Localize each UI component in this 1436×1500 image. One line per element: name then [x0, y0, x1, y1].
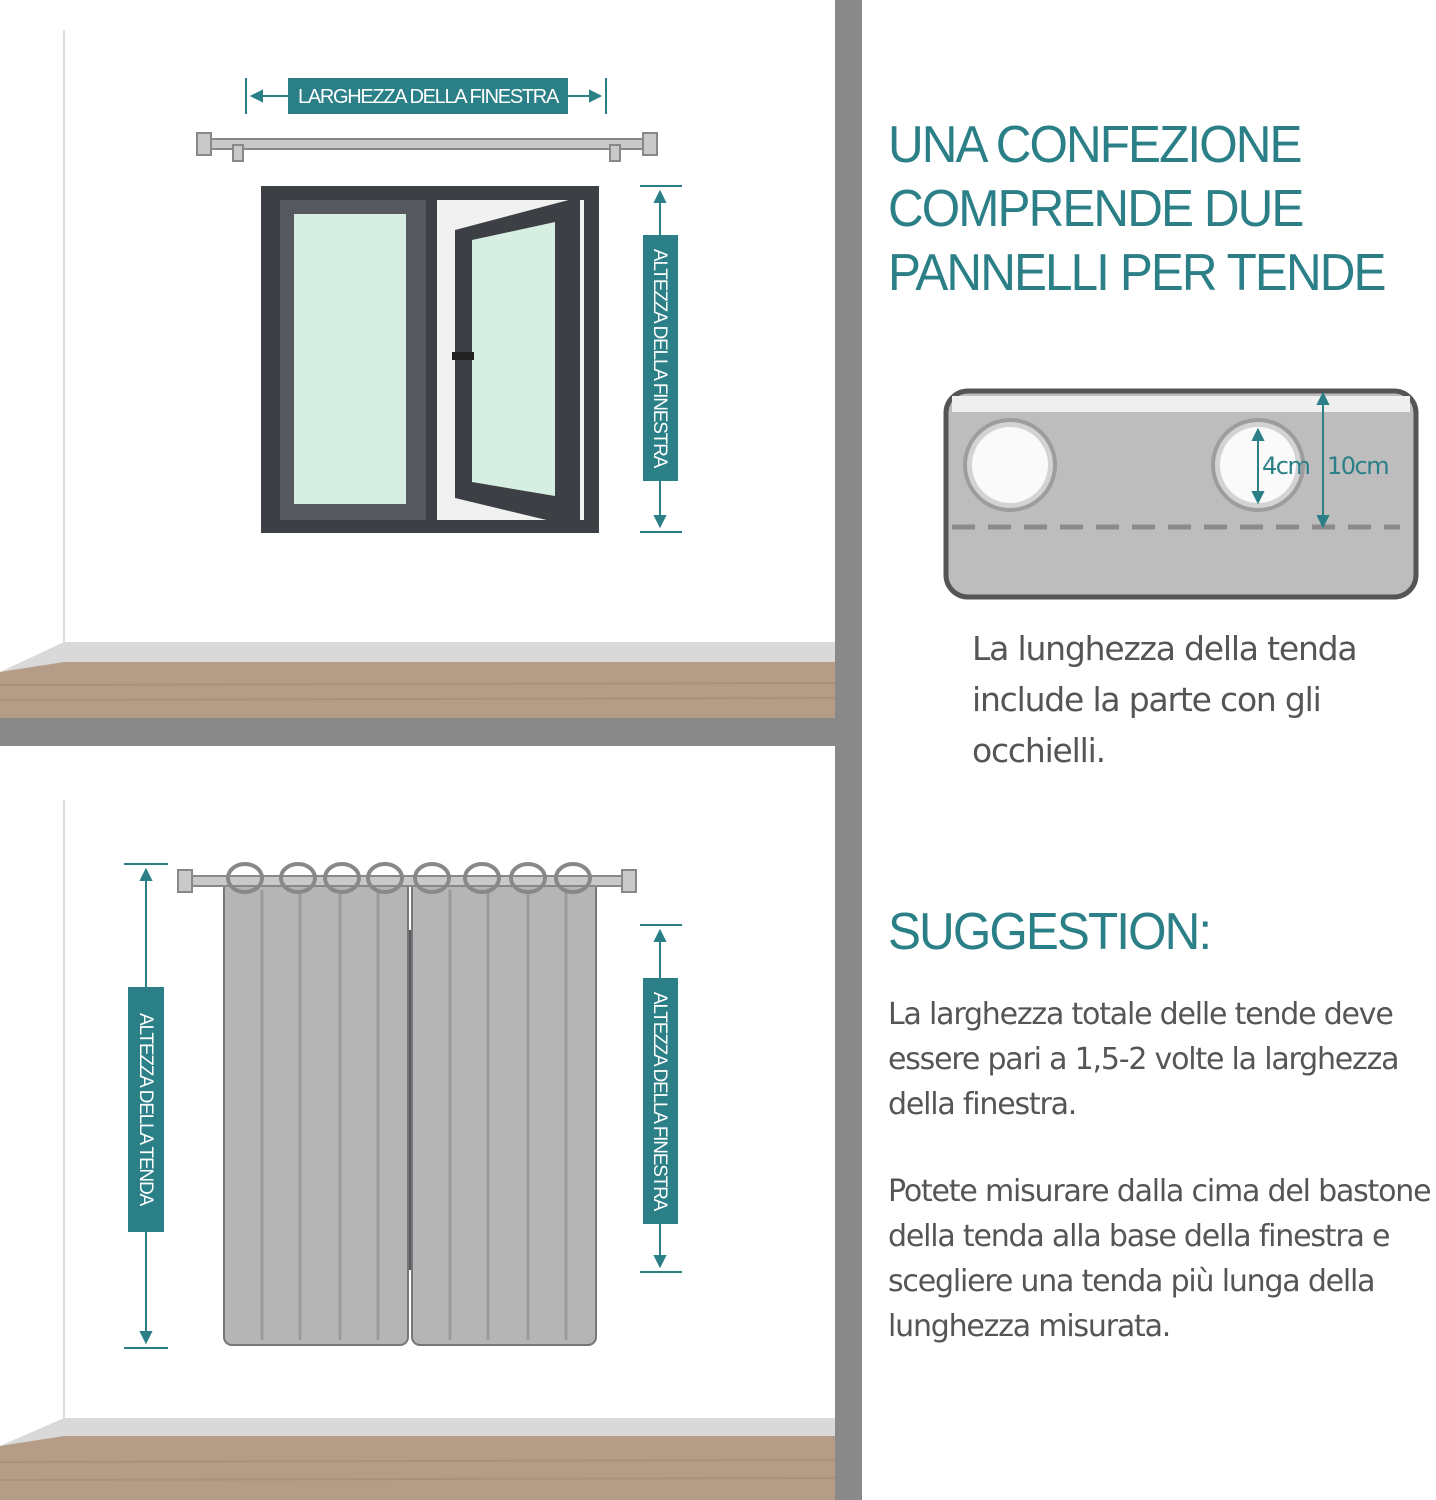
- paragraph-line: essere pari a 1,5-2 volte la larghezza: [888, 1042, 1400, 1077]
- paragraph-line: La larghezza totale delle tende deve: [888, 997, 1394, 1032]
- paragraph-line: della tenda alla base della finestra e: [888, 1219, 1390, 1254]
- grommet-outer-label: 10cm: [1327, 452, 1388, 480]
- vertical-divider: [835, 0, 862, 1500]
- curtain-panel-right: [411, 879, 597, 1346]
- bottom-room: ALTEZZA DELLA TENDA ALTEZZA DELLA FINEST…: [0, 800, 836, 1500]
- heading-line: PANNELLI PER TENDE: [888, 244, 1386, 302]
- window-height-label: ALTEZZA DELLA FINESTRA: [649, 249, 670, 469]
- curtain-panel-left: [223, 879, 409, 1346]
- top-room: LARGHEZZA DELLA FINESTRA ALTEZZA DELLA F…: [0, 30, 836, 718]
- window-height-label: ALTEZZA DELLA FINESTRA: [649, 992, 670, 1212]
- paragraph-line: della finestra.: [888, 1087, 1077, 1122]
- window-width-label: LARGHEZZA DELLA FINESTRA: [298, 86, 560, 108]
- window: [261, 186, 599, 533]
- grommet-caption: La lunghezza della tenda include la part…: [972, 623, 1358, 776]
- curtain-rod: [196, 132, 658, 162]
- grommets: [226, 862, 592, 894]
- suggestion-paragraph-1: La larghezza totale delle tende deve ess…: [888, 992, 1400, 1127]
- paragraph-line: lunghezza misurata.: [888, 1309, 1171, 1344]
- curtain-height-dimension: [124, 863, 168, 1349]
- width-dimension: [245, 78, 607, 114]
- heading-line: UNA CONFEZIONE: [888, 116, 1302, 174]
- window-height-dimension: [640, 185, 682, 533]
- package-heading: UNA CONFEZIONE COMPRENDE DUE PANNELLI PE…: [888, 113, 1386, 305]
- caption-line: occhielli.: [972, 731, 1106, 770]
- paragraph-line: scegliere una tenda più lunga della: [888, 1264, 1376, 1299]
- floor: [0, 662, 835, 718]
- grommet-inner-label: 4cm: [1262, 452, 1309, 480]
- curtain-rod: [177, 869, 637, 893]
- grommet-detail: 4cm 10cm: [943, 388, 1419, 600]
- heading-line: COMPRENDE DUE: [888, 180, 1304, 238]
- curtain-height-label: ALTEZZA DELLA TENDA: [135, 1013, 156, 1206]
- suggestion-heading: SUGGESTION:: [888, 903, 1212, 961]
- caption-line: include la parte con gli: [972, 680, 1322, 719]
- caption-line: La lunghezza della tenda: [972, 629, 1358, 668]
- floor: [0, 1436, 835, 1500]
- window-height-dimension: [640, 924, 682, 1273]
- paragraph-line: Potete misurare dalla cima del bastone: [888, 1174, 1432, 1209]
- horizontal-divider: [0, 718, 835, 746]
- suggestion-paragraph-2: Potete misurare dalla cima del bastone d…: [888, 1169, 1432, 1349]
